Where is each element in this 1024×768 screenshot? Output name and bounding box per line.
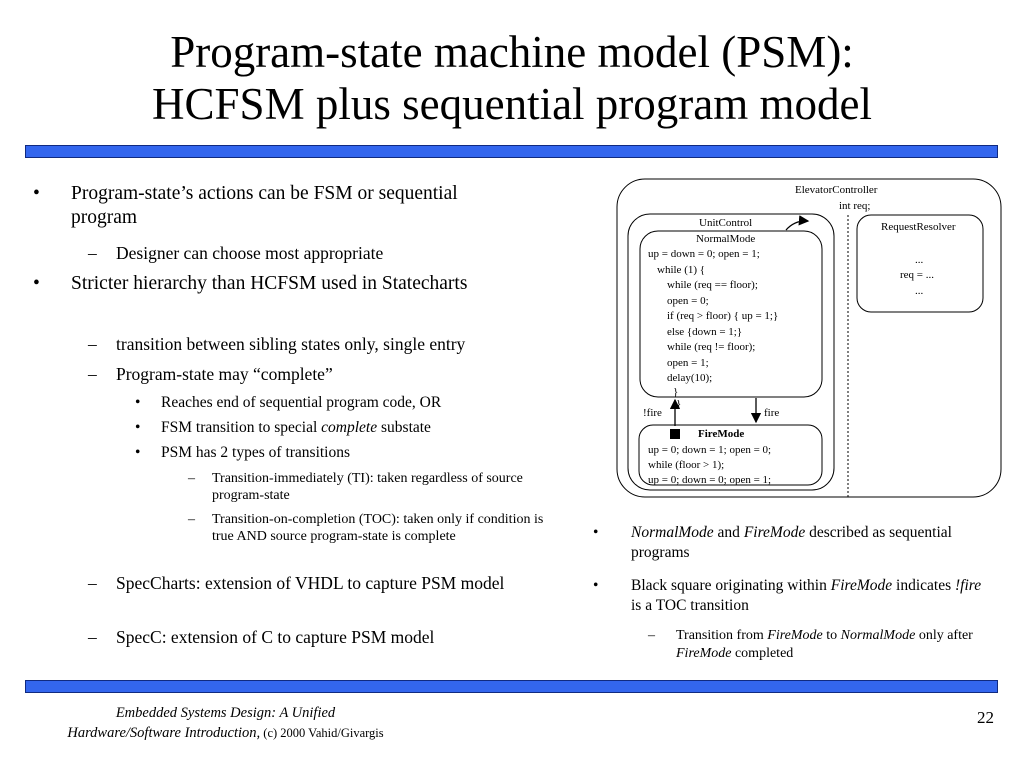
bullet-1-1: – Designer can choose most appropriate	[88, 243, 384, 263]
bullet-marker: •	[33, 183, 40, 204]
request-resolver-state	[856, 214, 984, 313]
bullet-2: • Stricter hierarchy than HCFSM used in …	[33, 273, 468, 294]
fire-code-line: while (floor > 1);	[648, 459, 725, 471]
rr-code-line: req = ...	[900, 269, 934, 281]
normal-mode-state	[639, 230, 823, 398]
dash-marker: –	[188, 512, 195, 527]
fire-label: fire	[764, 407, 780, 419]
normal-code-line: }	[673, 386, 679, 398]
bullet-marker: •	[33, 273, 40, 294]
footer-citation: Embedded Systems Design: A Unified Hardw…	[18, 703, 433, 743]
fire-mode-state	[638, 424, 823, 486]
copyright-text: (c) 2000 Vahid/Givargis	[260, 726, 384, 740]
not-fire-label: !fire	[643, 407, 662, 419]
dash-marker: –	[88, 573, 97, 593]
normal-code-line: open = 1;	[667, 357, 709, 369]
bullet-marker: •	[135, 444, 141, 461]
dash-marker: –	[88, 364, 97, 384]
bullet-2-2: – Program-state may “complete”	[88, 364, 333, 384]
dash-marker: –	[648, 628, 655, 643]
normal-code-line: if (req > floor) { up = 1;}	[667, 310, 779, 322]
request-resolver-label: RequestResolver	[881, 221, 956, 233]
top-divider-bar	[25, 145, 998, 158]
normal-code-line: while (req == floor);	[667, 279, 758, 291]
dash-marker: –	[88, 243, 97, 263]
normal-code-line: up = down = 0; open = 1;	[648, 248, 760, 260]
fire-mode-label: FireMode	[698, 428, 745, 440]
initial-state-arrow	[785, 215, 810, 231]
book-title-line-2: Hardware/Software Introduction,	[67, 725, 261, 741]
rr-code-line: ...	[915, 285, 924, 297]
right-bullet-2: • Black square originating within FireMo…	[593, 577, 982, 615]
bullet-marker: •	[593, 577, 599, 594]
normal-code-line: }	[676, 398, 682, 410]
bullet-2-2-3: • PSM has 2 types of transitions	[135, 444, 351, 461]
normal-mode-label: NormalMode	[696, 233, 756, 245]
page-number: 22	[977, 708, 994, 727]
unit-control-state	[627, 213, 835, 491]
dash-marker: –	[88, 334, 97, 354]
bullet-2-4: – SpecC: extension of C to capture PSM m…	[88, 627, 435, 647]
normal-code-line: open = 0;	[667, 295, 709, 307]
toc-black-square	[670, 429, 680, 439]
bullet-2-3: – SpecCharts: extension of VHDL to captu…	[88, 573, 505, 593]
bullet-2-2-3-2: – Transition-on-completion (TOC): taken …	[188, 512, 544, 545]
bullet-marker: •	[593, 524, 599, 541]
bullet-1: • Program-state’s actions can be FSM or …	[33, 183, 458, 228]
fire-code-line: up = 0; down = 1; open = 0;	[648, 444, 772, 456]
title-line-1: Program-state machine model (PSM):	[170, 27, 854, 77]
title-line-2: HCFSM plus sequential program model	[152, 79, 872, 129]
fire-code-line: up = 0; down = 0; open = 1;	[648, 474, 772, 486]
right-bullet-1: • NormalMode and FireMode described as s…	[593, 524, 952, 562]
bullet-marker: •	[135, 419, 141, 436]
elevator-controller-state	[616, 178, 1002, 498]
int-req-label: int req;	[839, 200, 871, 212]
dash-marker: –	[188, 471, 195, 486]
book-title-line-1: Embedded Systems Design: A Unified	[115, 705, 336, 721]
normal-code-line: delay(10);	[667, 372, 713, 384]
bullet-2-1: – transition between sibling states only…	[88, 334, 466, 354]
bullet-2-2-3-1: – Transition-immediately (TI): taken reg…	[188, 471, 523, 504]
unit-control-label: UnitControl	[699, 217, 753, 229]
normal-code-line: else {down = 1;}	[667, 326, 743, 338]
normal-code-line: while (req != floor);	[667, 341, 756, 353]
dash-marker: –	[88, 627, 97, 647]
bullet-2-2-2: • FSM transition to special complete sub…	[135, 419, 431, 436]
bullet-marker: •	[135, 394, 141, 411]
rr-code-line: ...	[915, 254, 924, 266]
elevator-controller-label: ElevatorController	[795, 184, 878, 196]
right-bullet-2-1: – Transition from FireMode to NormalMode…	[648, 628, 973, 662]
bottom-divider-bar	[25, 680, 998, 693]
bullet-2-2-1: • Reaches end of sequential program code…	[135, 394, 442, 411]
normal-code-line: while (1) {	[657, 264, 706, 276]
slide-title: Program-state machine model (PSM): HCFSM…	[0, 26, 1024, 130]
